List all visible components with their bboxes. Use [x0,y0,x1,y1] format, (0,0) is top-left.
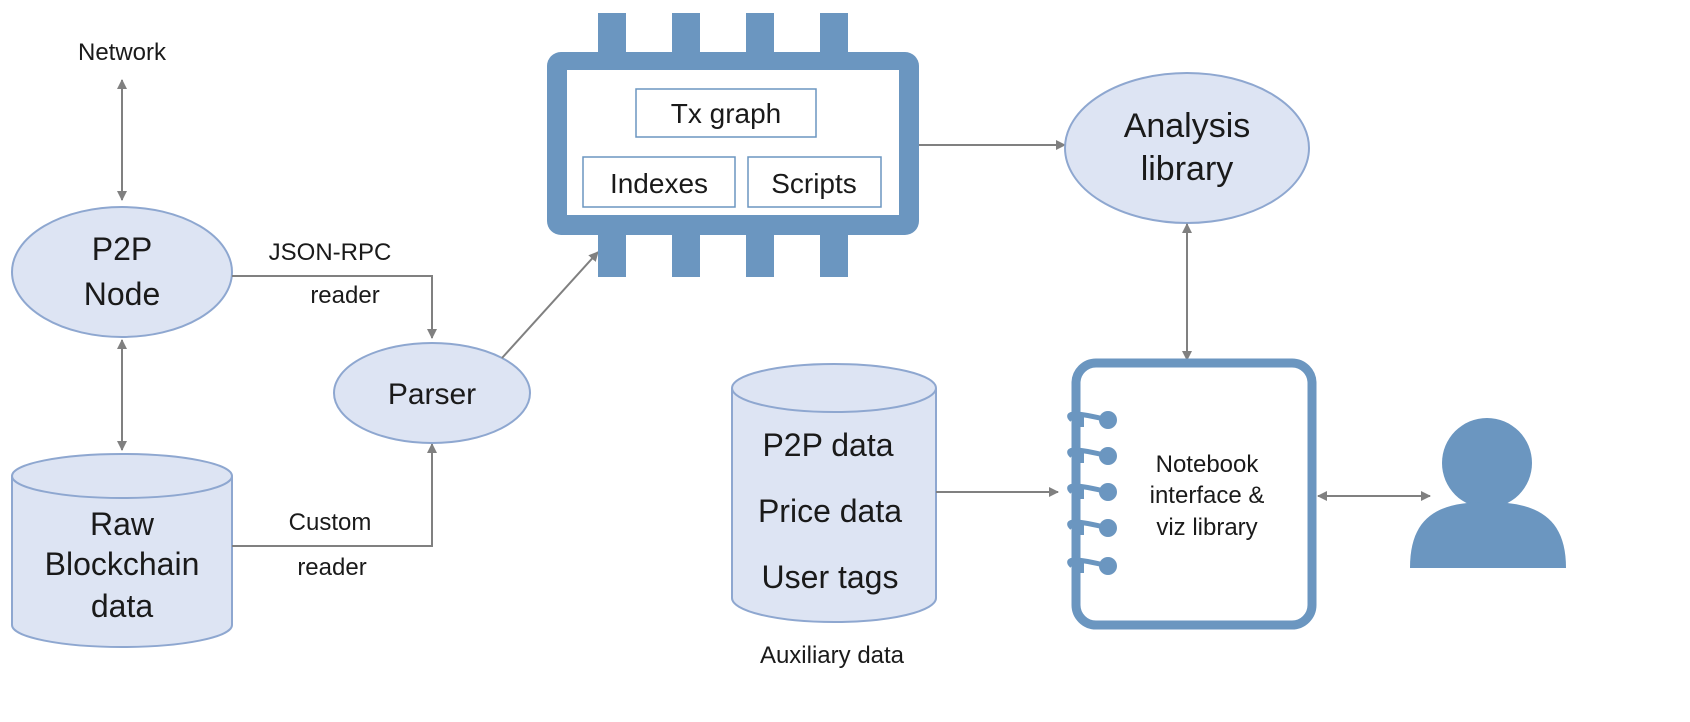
jsonrpc-reader-connector [232,275,437,339]
network-label: Network [78,39,167,66]
tx-graph-box: Tx graph [635,88,817,138]
auxiliary-label-1: P2P data [762,427,893,463]
p2p-node-label-1: P2P [92,231,152,267]
scripts-label: Scripts [771,168,857,199]
parser-node: Parser [333,342,531,444]
custom-reader-connector [232,443,437,547]
jsonrpc-reader-label-1: JSON-RPC [269,239,392,266]
indexes-label: Indexes [610,168,708,199]
notebook-icon: Notebook interface & viz library [1067,358,1317,630]
indexes-box: Indexes [582,156,736,208]
analysis-library-node: Analysis library [1064,72,1310,224]
auxiliary-label-3: User tags [762,559,899,595]
custom-reader-label-2: reader [297,554,366,581]
auxiliary-database: P2P data Price data User tags [731,363,937,623]
notebook-label-3: viz library [1156,514,1257,541]
p2p-node: P2P Node [11,206,233,338]
notebook-label-1: Notebook [1156,451,1260,478]
memory-chip-icon: Tx graph Indexes Scripts [547,13,919,277]
raw-blockchain-label-1: Raw [90,506,155,542]
notebook-label-2: interface & [1150,482,1265,509]
parser-label: Parser [388,378,476,411]
p2p-node-label-2: Node [84,276,161,312]
auxiliary-label-2: Price data [758,493,902,529]
custom-reader-label-1: Custom [289,509,372,536]
analysis-library-label-2: library [1141,150,1234,188]
parser-chip-arrow [501,251,599,359]
tx-graph-label: Tx graph [671,98,782,129]
jsonrpc-reader-label-2: reader [310,282,379,309]
analysis-library-label-1: Analysis [1124,107,1251,145]
raw-blockchain-label-2: Blockchain [45,546,200,582]
user-icon [1410,418,1566,568]
auxiliary-caption: Auxiliary data [760,642,905,669]
raw-blockchain-label-3: data [91,588,153,624]
raw-blockchain-database: Raw Blockchain data [11,453,233,648]
scripts-box: Scripts [747,156,882,208]
